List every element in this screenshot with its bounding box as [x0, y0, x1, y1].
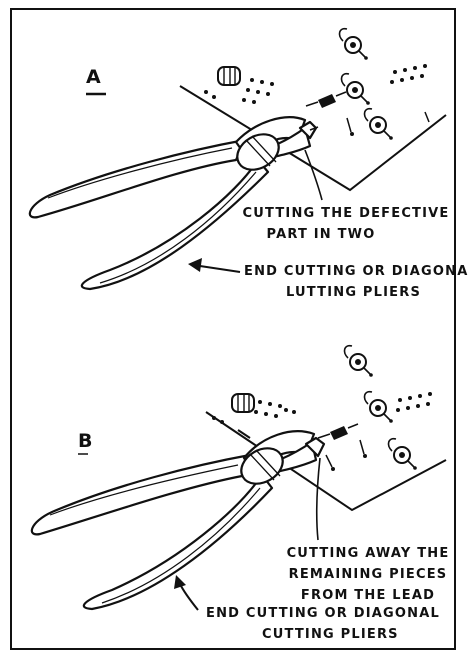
- panel-a-callout-line-2: PART IN TWO: [236, 225, 406, 244]
- panel-b-tool-arrow: [174, 575, 198, 610]
- panel-b-tool-line-1: END CUTTING OR DIAGONAL: [206, 604, 440, 623]
- panel-a-callout-leader: [305, 150, 322, 200]
- panel-a-tool-line-2: LUTTING PLIERS: [286, 283, 421, 302]
- panel-a-callout-line-1: CUTTING THE DEFECTIVE: [236, 204, 456, 223]
- panel-b-callout-line-3: FROM THE LEAD: [280, 586, 456, 605]
- panel-b-tool-line-2: CUTTING PLIERS: [262, 625, 399, 644]
- panel-a-tool-arrow: [188, 258, 240, 272]
- panel-b-callout-leader: [317, 458, 320, 540]
- panel-a-circuit-board: [180, 86, 446, 190]
- panel-b-callout-line-2: REMAINING PIECES: [280, 565, 456, 584]
- panel-a-components: [218, 29, 429, 140]
- panel-a-tool-line-1: END CUTTING OR DIAGONAL: [244, 262, 469, 281]
- panel-b-letter: B: [78, 430, 92, 452]
- panel-a-letter: A: [86, 66, 101, 88]
- panel-b-callout-line-1: CUTTING AWAY THE: [280, 544, 456, 563]
